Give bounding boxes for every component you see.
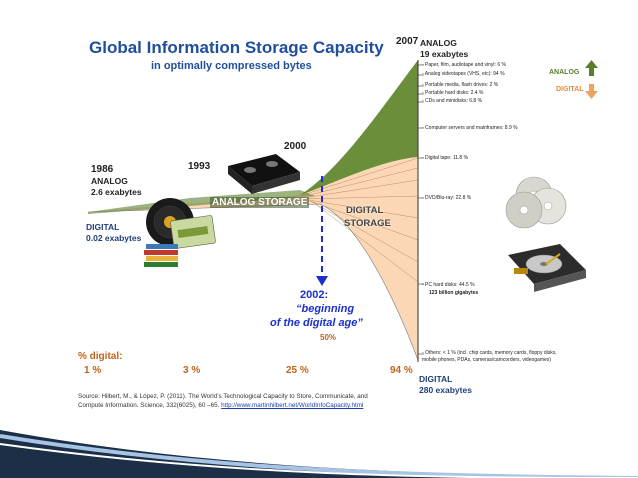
start-digital-label: DIGITAL — [86, 222, 120, 232]
end-analog-label: ANALOG — [420, 38, 457, 48]
analog-storage-region — [88, 60, 418, 212]
category-portable-hard-disks: - Portable hard disks: 2.4 % — [422, 90, 484, 96]
page-subtitle: in optimally compressed bytes — [151, 60, 312, 72]
category-digital-tape: - Digital tape: 11.8 % — [422, 155, 469, 161]
analog-up-arrow-icon — [585, 60, 598, 76]
percent-1986: 1 % — [84, 365, 102, 376]
percent-2000: 25 % — [286, 365, 309, 376]
vhs-cassette-illustration — [228, 154, 300, 194]
source-citation: Source: Hilbert, M., & López, P. (2011).… — [78, 392, 368, 410]
percent-2007: 94 % — [390, 365, 413, 376]
milestone-line-1: “beginning — [296, 303, 355, 315]
category-others-2: mobile phones, PDAs, cameras/camcorders,… — [422, 357, 551, 363]
year-1993: 1993 — [188, 161, 211, 172]
milestone-percent: 50% — [320, 333, 337, 342]
category-others-1: - Others: < 1 % (incl. chip cards, memor… — [422, 350, 557, 356]
category-dvd-bluray: - DVD/Blu-ray: 22.8 % — [422, 195, 472, 201]
category-cds-minidisks: - CDs and minidisks: 6.8 % — [422, 98, 483, 104]
source-line-1: Source: Hilbert, M., & López, P. (2011).… — [78, 393, 368, 400]
legend-digital: DIGITAL — [556, 86, 584, 93]
percent-digital-heading: % digital: — [78, 351, 123, 362]
end-digital-label: DIGITAL — [419, 374, 453, 384]
milestone-year: 2002: — [300, 289, 329, 301]
hard-disk-illustration — [508, 244, 586, 292]
analog-storage-label: ANALOG STORAGE — [210, 197, 310, 208]
category-servers-mainframes: - Computer servers and mainframes: 8.9 % — [422, 125, 518, 131]
end-analog-value: 19 exabytes — [420, 49, 469, 59]
digital-storage-label-2: STORAGE — [344, 218, 391, 229]
start-digital-value: 0.02 exabytes — [86, 233, 142, 243]
digital-down-arrow-icon — [585, 84, 598, 99]
year-2000: 2000 — [284, 141, 307, 152]
year-2007: 2007 — [396, 36, 419, 47]
year-1986: 1986 — [91, 164, 114, 175]
category-portable-media: - Portable media, flash drives: 2 % — [422, 82, 499, 88]
category-pc-hard-disks: - PC hard disks: 44.5 % — [422, 282, 475, 288]
dvd-discs-illustration — [505, 176, 567, 229]
source-line-2: Compute Information. Science, 332(6025),… — [78, 402, 220, 409]
end-digital-value: 280 exabytes — [419, 385, 472, 395]
vinyl-cassette-illustration — [144, 198, 216, 267]
legend-analog: ANALOG — [549, 69, 580, 76]
percent-1993: 3 % — [183, 365, 201, 376]
start-analog-label: ANALOG — [91, 176, 128, 186]
source-link[interactable]: http://www.martinhilbert.net/WorldInfoCa… — [221, 402, 364, 409]
pc-gigabytes: 123 billion gigabytes — [429, 290, 479, 296]
page-title: Global Information Storage Capacity — [89, 38, 384, 57]
category-ticks — [418, 64, 424, 355]
marker-arrow-head — [316, 276, 328, 286]
analog-storage-band — [88, 190, 315, 214]
start-analog-value: 2.6 exabytes — [91, 187, 142, 197]
category-paper-film: - Paper, film, audiotape and vinyl: 6 % — [422, 62, 506, 68]
digital-storage-label-1: DIGITAL — [346, 205, 384, 216]
milestone-line-2: of the digital age” — [270, 317, 363, 329]
category-lines — [299, 157, 419, 283]
category-analog-videotapes: - Analog videotapes (VHS, etc): 94 % — [422, 71, 505, 77]
